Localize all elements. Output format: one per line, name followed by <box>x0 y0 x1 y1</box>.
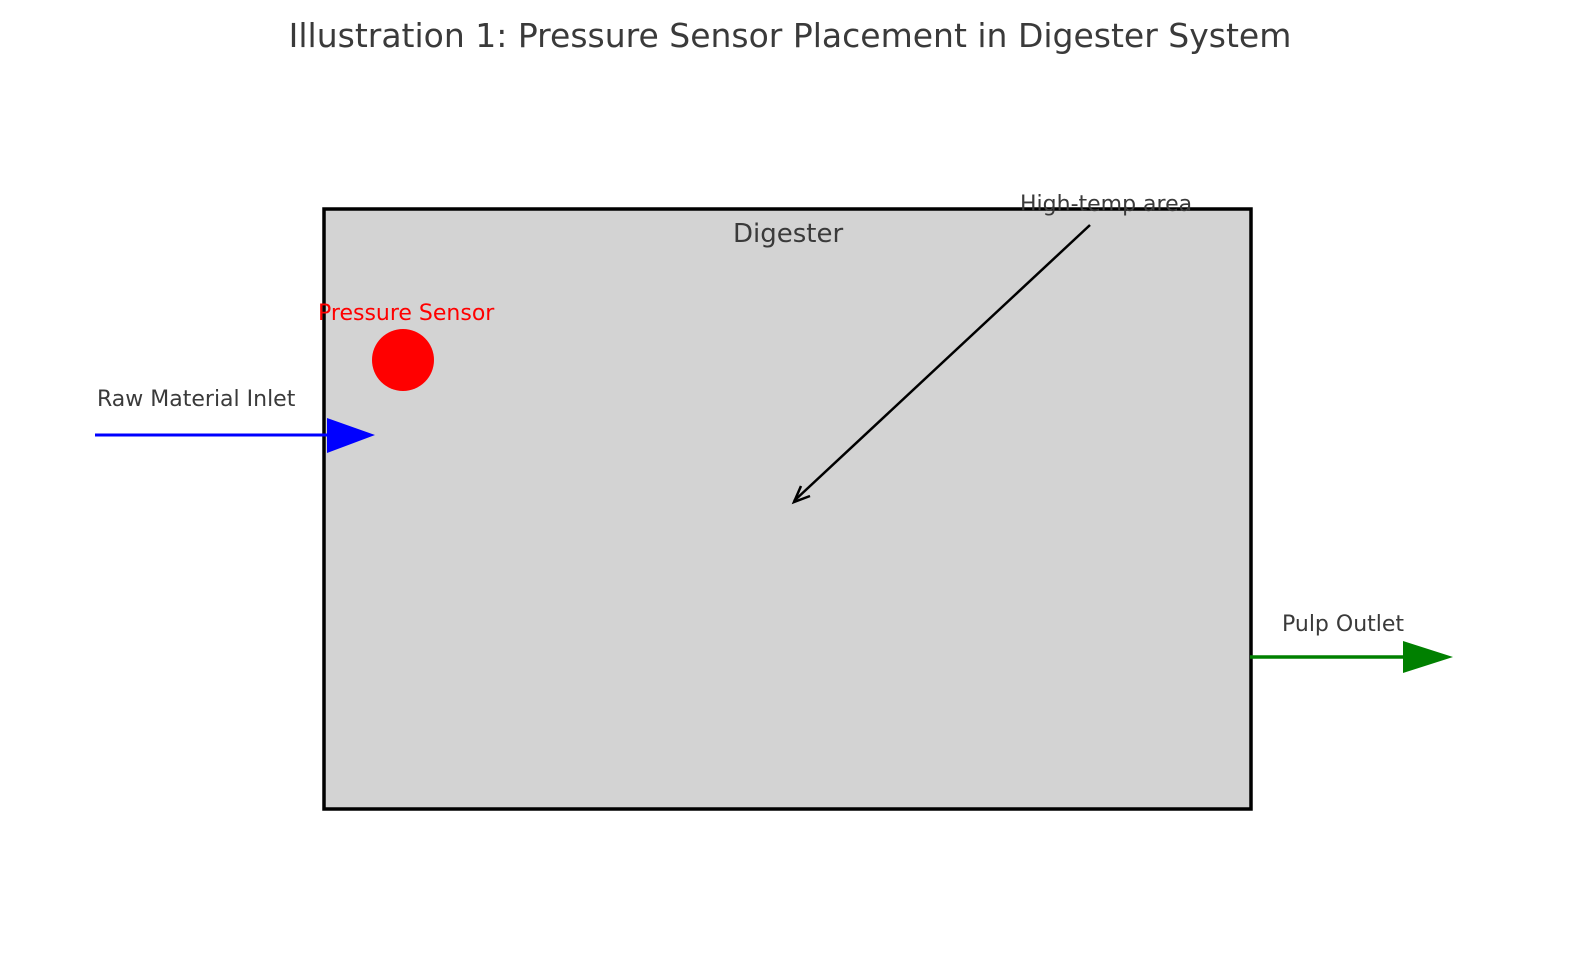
high-temp-arrow-shaft <box>793 224 1091 502</box>
digester-vessel <box>322 207 1253 811</box>
raw-material-inlet-label: Raw Material Inlet <box>97 387 296 412</box>
pressure-sensor-marker <box>372 329 434 391</box>
high-temp-area-label: High-temp area <box>1020 192 1193 217</box>
outlet-arrow <box>1250 641 1453 673</box>
pulp-outlet-label: Pulp Outlet <box>1282 612 1405 637</box>
inlet-arrow-head <box>327 418 375 453</box>
figure-title: Illustration 1: Pressure Sensor Placemen… <box>288 16 1292 55</box>
pressure-sensor-label: Pressure Sensor <box>318 301 495 326</box>
high-temp-arrow <box>791 224 1091 505</box>
outlet-arrow-head <box>1403 641 1453 673</box>
digester-label: Digester <box>733 219 844 249</box>
inlet-arrow <box>95 418 375 453</box>
high-temp-arrow-head <box>791 485 811 505</box>
